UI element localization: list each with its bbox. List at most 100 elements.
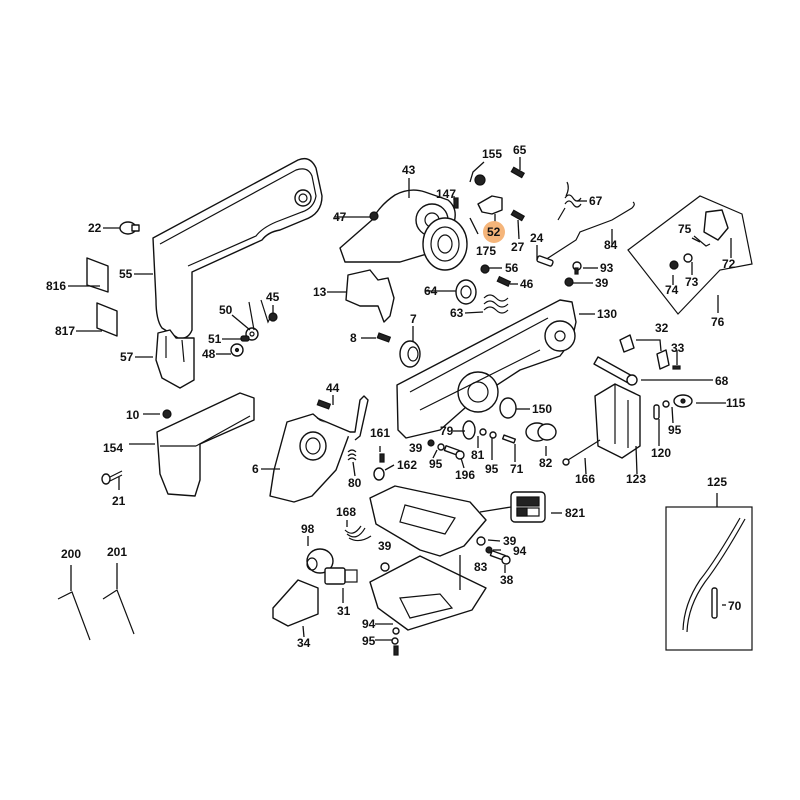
part-84-rod[interactable] bbox=[544, 201, 635, 261]
part-75-clip[interactable] bbox=[693, 235, 711, 247]
label-175[interactable]: 175 bbox=[476, 244, 496, 258]
label-67[interactable]: 67 bbox=[589, 194, 603, 208]
part-31-switch[interactable] bbox=[324, 567, 358, 585]
part-7-bearing[interactable] bbox=[399, 340, 421, 368]
part-120-pin[interactable] bbox=[653, 404, 660, 420]
label-50[interactable]: 50 bbox=[219, 303, 233, 317]
part-80-spring[interactable] bbox=[347, 449, 357, 461]
part-51-spring[interactable] bbox=[240, 335, 250, 342]
label-161[interactable]: 161 bbox=[370, 426, 390, 440]
label-7[interactable]: 7 bbox=[410, 312, 417, 326]
label-63[interactable]: 63 bbox=[450, 306, 464, 320]
label-55[interactable]: 55 bbox=[119, 267, 133, 281]
label-39[interactable]: 39 bbox=[595, 276, 609, 290]
label-94[interactable]: 94 bbox=[362, 617, 376, 631]
label-39[interactable]: 39 bbox=[409, 441, 423, 455]
part-130-main-frame[interactable] bbox=[396, 299, 577, 439]
part-817-label-plate[interactable] bbox=[96, 302, 118, 337]
label-94[interactable]: 94 bbox=[513, 544, 527, 558]
part-13-bracket[interactable] bbox=[345, 269, 395, 323]
label-74[interactable]: 74 bbox=[665, 283, 679, 297]
label-95[interactable]: 95 bbox=[485, 462, 499, 476]
part-63-spring[interactable] bbox=[483, 294, 509, 314]
part-125-power-cord-kit[interactable] bbox=[665, 506, 753, 651]
part-81-washer[interactable] bbox=[479, 428, 487, 436]
label-168[interactable]: 168 bbox=[336, 505, 356, 519]
part-196-bolt[interactable] bbox=[443, 445, 465, 460]
label-817[interactable]: 817 bbox=[55, 324, 75, 338]
label-95[interactable]: 95 bbox=[362, 634, 376, 648]
label-120[interactable]: 120 bbox=[651, 446, 671, 460]
part-83-base-housing[interactable] bbox=[369, 485, 487, 631]
label-201[interactable]: 201 bbox=[107, 545, 127, 559]
label-130[interactable]: 130 bbox=[597, 307, 617, 321]
part-52-switch-lever[interactable] bbox=[477, 195, 503, 215]
part-22-knob[interactable] bbox=[119, 221, 140, 235]
label-81[interactable]: 81 bbox=[471, 448, 485, 462]
part-154-side-housing[interactable] bbox=[156, 392, 255, 497]
part-79-grommet[interactable] bbox=[462, 420, 476, 440]
label-33[interactable]: 33 bbox=[671, 341, 685, 355]
label-27[interactable]: 27 bbox=[511, 240, 525, 254]
label-32[interactable]: 32 bbox=[655, 321, 669, 335]
part-24-pin[interactable] bbox=[536, 255, 554, 267]
part-74-screw[interactable] bbox=[669, 260, 679, 270]
label-10[interactable]: 10 bbox=[126, 408, 140, 422]
part-39-nut[interactable] bbox=[380, 562, 390, 572]
label-51[interactable]: 51 bbox=[208, 332, 222, 346]
part-166-bolt[interactable] bbox=[562, 439, 601, 466]
part-98-capacitor[interactable] bbox=[306, 548, 334, 574]
part-57-end-cap[interactable] bbox=[155, 329, 195, 389]
part-43-motor-housing[interactable] bbox=[339, 189, 468, 271]
part-34-switch-cover[interactable] bbox=[272, 579, 319, 627]
part-32-bracket[interactable] bbox=[619, 334, 670, 370]
part-48-disc[interactable] bbox=[230, 343, 244, 357]
part-76-kit-box[interactable] bbox=[627, 195, 753, 315]
part-39-nut[interactable] bbox=[476, 536, 486, 546]
part-201-hex-key[interactable] bbox=[102, 589, 135, 635]
part-45-nut[interactable] bbox=[268, 312, 278, 322]
part-56-nut[interactable] bbox=[480, 264, 490, 274]
part-155-nut[interactable] bbox=[474, 174, 486, 186]
part-27-screw[interactable] bbox=[510, 209, 526, 222]
part-33-screw[interactable] bbox=[672, 365, 681, 370]
label-95[interactable]: 95 bbox=[429, 457, 443, 471]
part-94-washer[interactable] bbox=[485, 546, 493, 554]
part-147-screw[interactable] bbox=[453, 197, 459, 209]
part-screw[interactable] bbox=[393, 645, 399, 656]
label-70[interactable]: 70 bbox=[728, 599, 742, 613]
part-95-washer[interactable] bbox=[391, 637, 399, 645]
label-68[interactable]: 68 bbox=[715, 374, 729, 388]
label-46[interactable]: 46 bbox=[520, 277, 534, 291]
label-48[interactable]: 48 bbox=[202, 347, 216, 361]
part-95-washer[interactable] bbox=[662, 400, 670, 408]
label-79[interactable]: 79 bbox=[440, 424, 454, 438]
label-64[interactable]: 64 bbox=[424, 284, 438, 298]
label-147[interactable]: 147 bbox=[436, 187, 456, 201]
label-125[interactable]: 125 bbox=[707, 475, 727, 489]
part-150-bearing[interactable] bbox=[499, 397, 517, 419]
label-44[interactable]: 44 bbox=[326, 381, 340, 395]
part-67-spring[interactable] bbox=[557, 181, 582, 221]
part-168-wire-harness[interactable] bbox=[344, 525, 372, 542]
label-75[interactable]: 75 bbox=[678, 222, 692, 236]
label-6[interactable]: 6 bbox=[252, 462, 259, 476]
part-162-knob[interactable] bbox=[373, 467, 385, 481]
label-31[interactable]: 31 bbox=[337, 604, 351, 618]
label-34[interactable]: 34 bbox=[297, 636, 311, 650]
part-10-nut[interactable] bbox=[162, 409, 172, 419]
label-80[interactable]: 80 bbox=[348, 476, 362, 490]
label-22[interactable]: 22 bbox=[88, 221, 102, 235]
part-94-washer[interactable] bbox=[392, 627, 400, 635]
label-47[interactable]: 47 bbox=[333, 210, 347, 224]
label-24[interactable]: 24 bbox=[530, 231, 544, 245]
label-38[interactable]: 38 bbox=[500, 573, 514, 587]
part-65-screw[interactable] bbox=[510, 166, 526, 179]
part-55-handle-bracket[interactable] bbox=[152, 157, 323, 340]
part-93-screw[interactable] bbox=[572, 261, 582, 275]
label-13[interactable]: 13 bbox=[313, 285, 327, 299]
part-161-screw[interactable] bbox=[379, 453, 385, 463]
label-82[interactable]: 82 bbox=[539, 456, 553, 470]
part-8-screw[interactable] bbox=[376, 332, 392, 343]
label-84[interactable]: 84 bbox=[604, 238, 618, 252]
